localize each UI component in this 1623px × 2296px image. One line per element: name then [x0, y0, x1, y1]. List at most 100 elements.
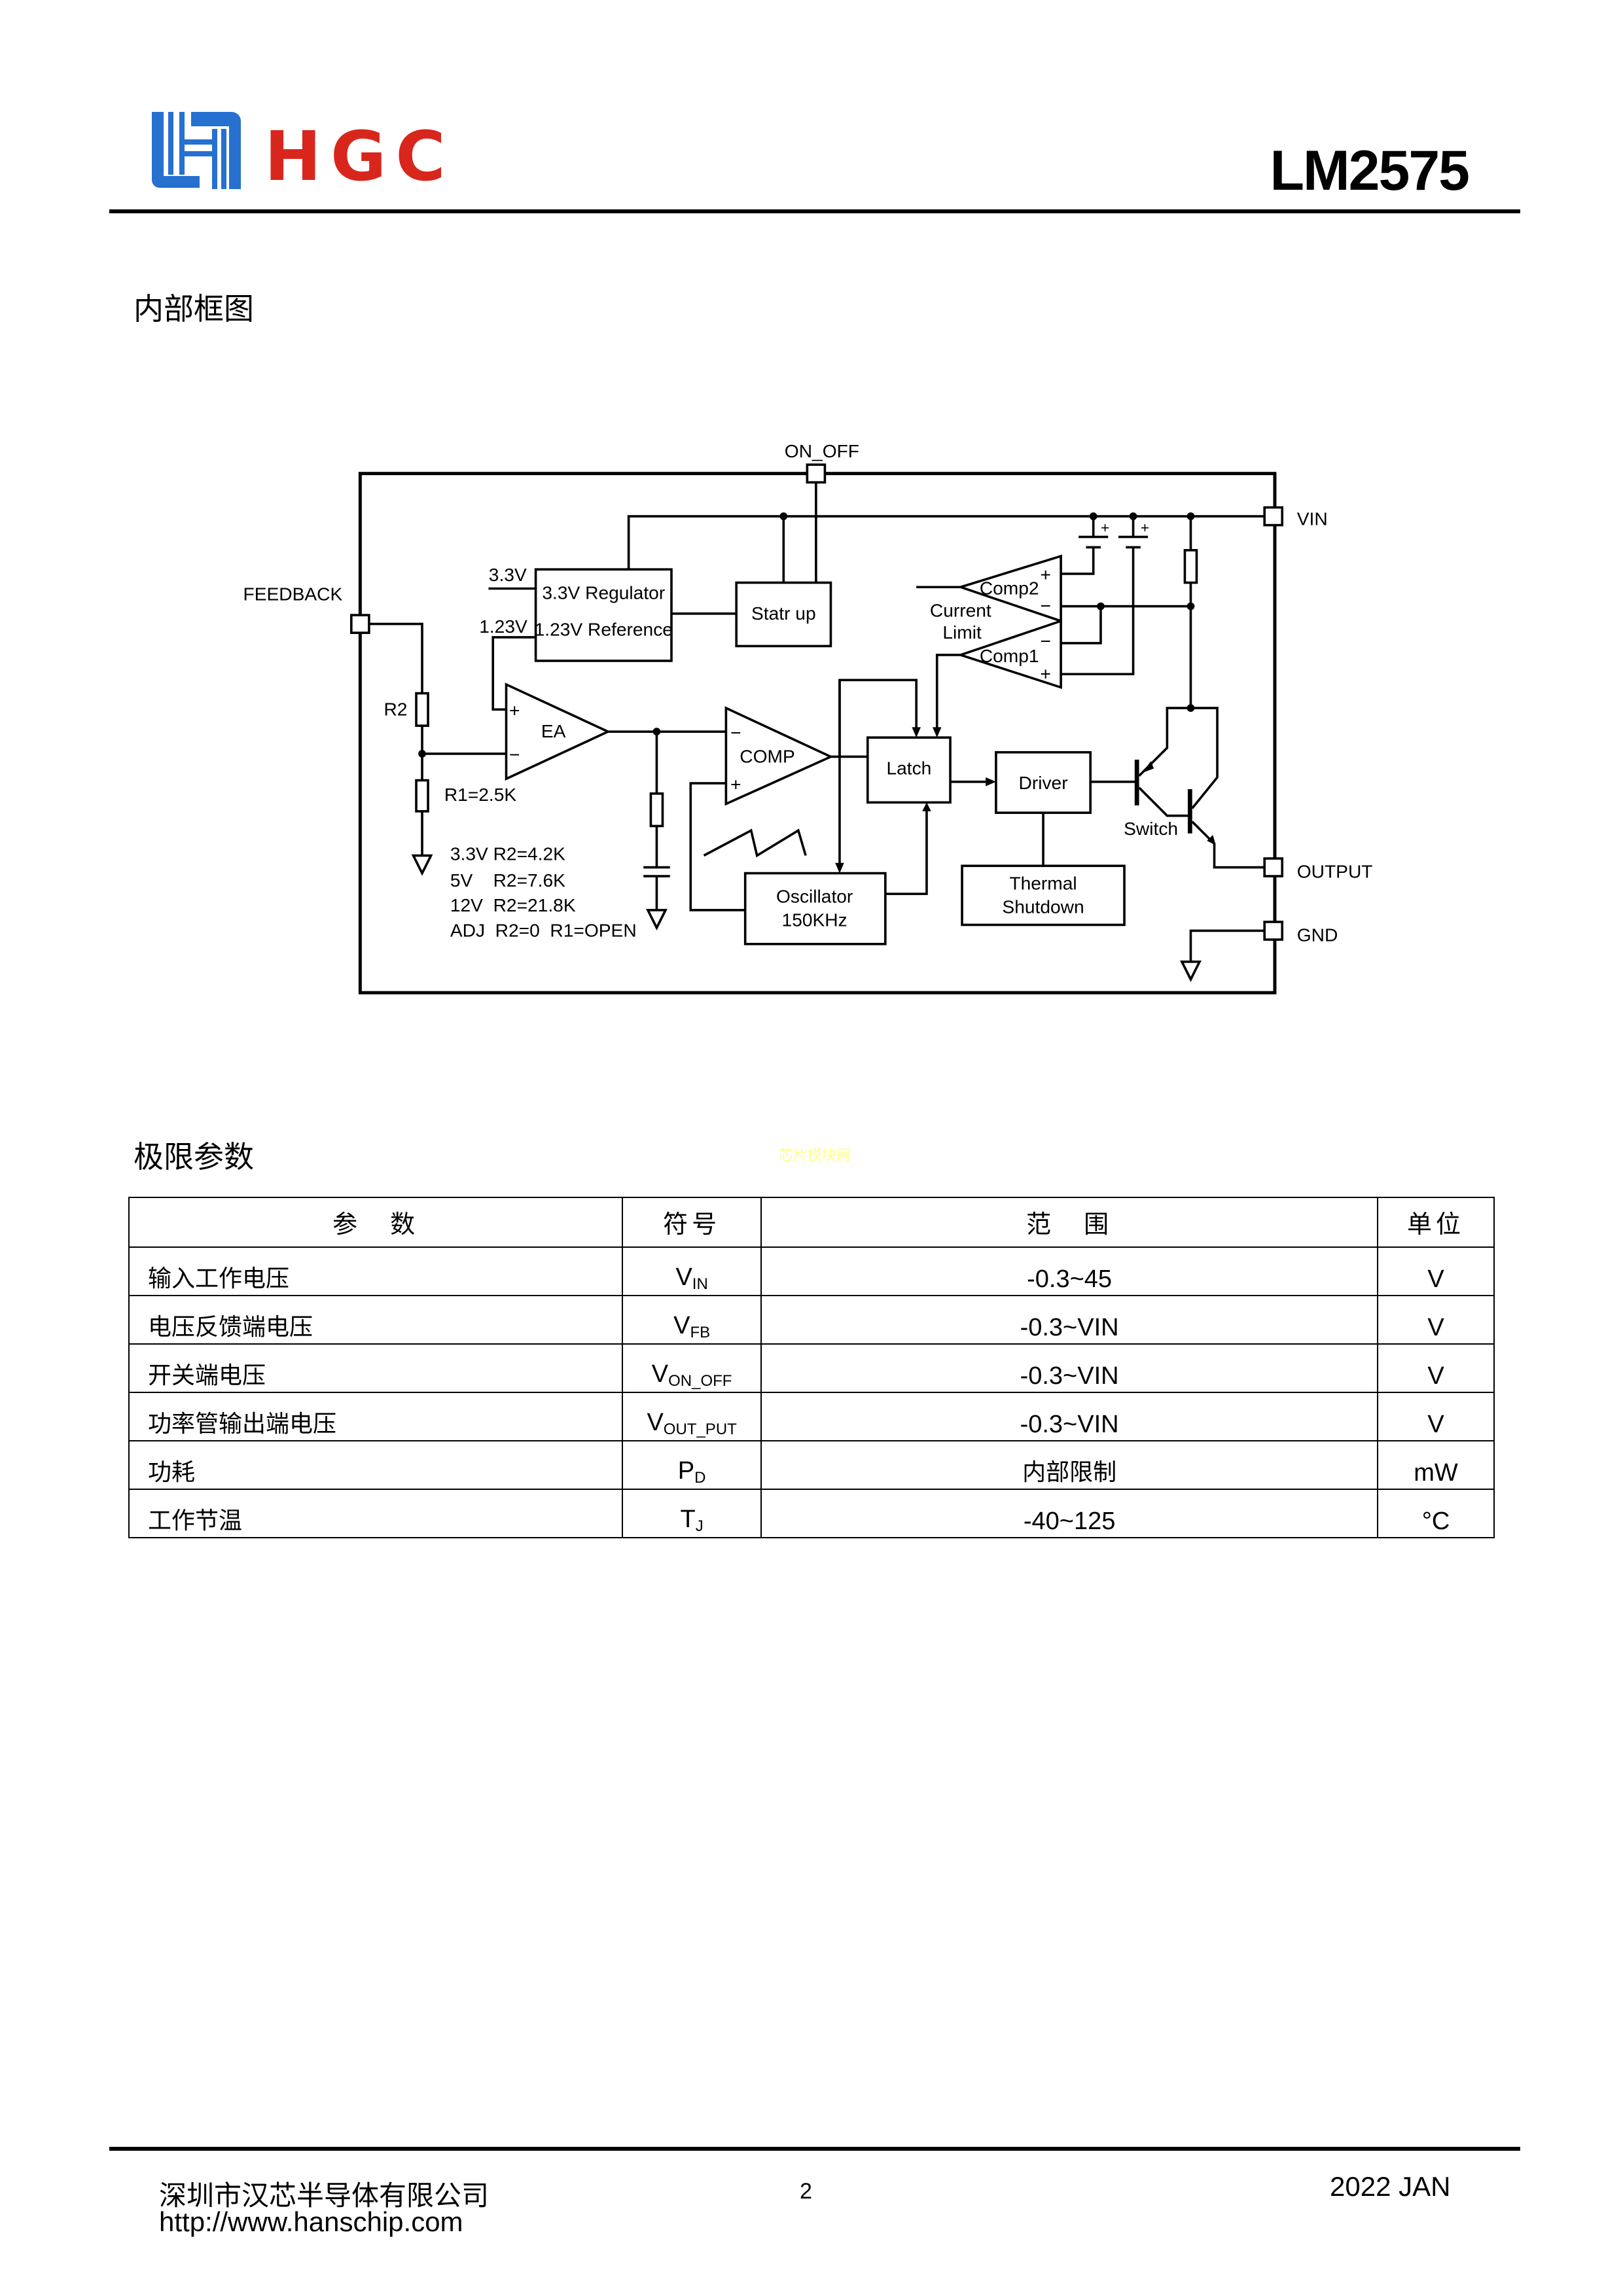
note-line: 12V R2=21.8K [450, 894, 576, 915]
param-cell: 功率管输出端电压 [128, 1392, 624, 1441]
param-cell: 功耗 [128, 1440, 624, 1490]
table-row: 功耗 PD 内部限制 mW [128, 1440, 1495, 1490]
param-cell: 电压反馈端电压 [128, 1295, 624, 1345]
comp1-minus: − [1041, 631, 1051, 652]
abs-max-title: 极限参数 [134, 1139, 254, 1174]
v33-label: 3.3V [489, 564, 527, 585]
block-diagram-title: 内部框图 [134, 291, 254, 327]
pin-label-vin: VIN [1297, 508, 1328, 529]
startup-label: Statr up [751, 603, 816, 624]
range-cell: -0.3~VIN [760, 1343, 1379, 1393]
table-row: 工作节温 TJ -40~125 °C [128, 1489, 1495, 1538]
junction-dots [418, 512, 1195, 758]
comp2-plus: + [1041, 564, 1051, 585]
switch-label: Switch [1124, 818, 1178, 839]
symbol-cell: PD [622, 1440, 762, 1490]
pin-on-off [806, 463, 827, 484]
header-param: 参 数 [128, 1197, 624, 1248]
comp-plus: + [730, 773, 741, 794]
comp2-label: Comp2 [980, 578, 1039, 599]
param-cell: 开关端电压 [128, 1343, 624, 1393]
thermal-shutdown-block [961, 864, 1126, 927]
param-cell: 输入工作电压 [128, 1246, 624, 1296]
part-number: LM2575 [1270, 139, 1470, 202]
limit-label: Limit [942, 622, 982, 643]
symbol-cell: VOUT_PUT [622, 1392, 762, 1441]
range-cell: -0.3~VIN [760, 1295, 1379, 1345]
footer-divider [109, 2147, 1520, 2151]
current-label: Current [930, 599, 991, 620]
header-unit: 单位 [1377, 1197, 1495, 1248]
ground-icon [1180, 961, 1202, 982]
unit-cell: V [1377, 1343, 1495, 1393]
header-range: 范 围 [760, 1197, 1379, 1248]
hgc-logo-icon [152, 112, 241, 189]
latch-label: Latch [886, 758, 931, 779]
note-line: ADJ R2=0 R1=OPEN [450, 919, 637, 940]
driver-label: Driver [1018, 772, 1067, 793]
table-row: 输入工作电压 VIN -0.3~45 V [128, 1246, 1495, 1296]
symbol-cell: VON_OFF [622, 1343, 762, 1393]
block-diagram: ON_OFF VIN FEEDBACK OUTPUT GND [243, 440, 1373, 995]
document-date: 2022 JAN [1330, 2171, 1451, 2202]
thermal-label: Thermal [1009, 872, 1077, 893]
note-line: 5V R2=7.6K [450, 870, 565, 891]
header-divider [109, 209, 1520, 213]
table-row: 开关端电压 VON_OFF -0.3~VIN V [128, 1343, 1495, 1393]
ea-plus: + [509, 700, 520, 721]
r2-label: R2 [383, 698, 407, 719]
regulator-label: 3.3V Regulator [542, 582, 665, 603]
comp-minus: − [730, 722, 741, 743]
comp2-comparator [956, 554, 1062, 623]
battery1-plus: + [1101, 520, 1109, 536]
arrowheads [835, 727, 1216, 874]
unit-cell: mW [1377, 1440, 1495, 1490]
driver-block [995, 751, 1092, 814]
comp1-label: Comp1 [980, 645, 1039, 666]
resistor-r1 [415, 779, 429, 813]
pin-label-gnd: GND [1297, 924, 1338, 945]
symbol-cell: VFB [622, 1295, 762, 1345]
ea-minus: − [509, 744, 520, 765]
pin-gnd [1263, 921, 1284, 941]
pin-feedback [350, 614, 370, 634]
regulator-block [534, 568, 673, 662]
abs-max-table: 参 数 符号 范 围 单位 输入工作电压 VIN -0.3~45 V 电压反馈端… [128, 1197, 1495, 1538]
symbol-cell: VIN [622, 1246, 762, 1296]
comp2-minus: − [1041, 595, 1051, 616]
page-number: 2 [800, 2179, 812, 2204]
pwm-comparator [724, 706, 834, 806]
unit-cell: V [1377, 1392, 1495, 1441]
shutdown-label: Shutdown [1002, 896, 1084, 917]
unit-cell: °C [1377, 1489, 1495, 1538]
range-cell: -40~125 [760, 1489, 1379, 1538]
resistor-sense [1183, 549, 1198, 584]
brand-name: HGC [264, 116, 455, 196]
range-cell: -0.3~VIN [760, 1392, 1379, 1441]
pin-label-feedback: FEEDBACK [243, 584, 343, 605]
unit-cell: V [1377, 1246, 1495, 1296]
company-name: 深圳市汉芯半导体有限公司 [159, 2180, 490, 2212]
website-link[interactable]: http://www.hanschip.com [159, 2206, 463, 2237]
error-amplifier [505, 682, 611, 781]
reference-label: 1.23V Reference [535, 619, 673, 640]
ground-icon [646, 909, 668, 931]
battery2-plus: + [1141, 520, 1149, 536]
wires [368, 482, 1265, 962]
startup-block [735, 581, 832, 648]
ground-icon [411, 854, 433, 876]
v123-label: 1.23V [479, 616, 527, 637]
resistor-r2 [415, 692, 429, 727]
param-cell: 工作节温 [128, 1489, 624, 1538]
comp1-comparator [957, 619, 1062, 690]
range-cell: 内部限制 [760, 1440, 1379, 1490]
oscillator-freq-label: 150KHz [782, 910, 847, 930]
header-symbol: 符号 [622, 1197, 762, 1248]
watermark: 芯片模块网 [779, 1148, 851, 1164]
ea-label: EA [541, 720, 566, 741]
transistor-driver-icon [1134, 759, 1139, 805]
transistor-switch-icon [1187, 789, 1192, 834]
table-row: 电压反馈端电压 VFB -0.3~VIN V [128, 1295, 1495, 1345]
sawtooth-waveform [703, 828, 807, 858]
comp-label: COMP [740, 745, 794, 766]
